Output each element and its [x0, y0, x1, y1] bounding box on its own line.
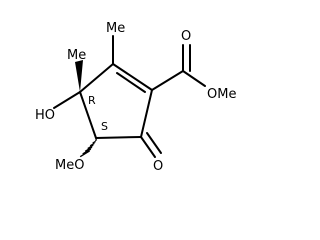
ester-o-double-label: O [181, 29, 191, 44]
methyl-left-label: Me [67, 48, 86, 63]
methyl-top-label: Me [106, 21, 125, 36]
bond-c3-ketone-inner [146, 132, 162, 154]
stereo-descriptor-r: R [88, 94, 96, 107]
ketone-o-label: O [153, 159, 163, 174]
structure-diagram: Me Me HO MeO O O OMe R S [35, 21, 236, 174]
bond-ester-single-o [182, 70, 206, 87]
bond-c2-ester-carbon [151, 70, 184, 91]
wedge-c5-methyl [75, 60, 83, 92]
stereo-descriptor-s: S [101, 120, 108, 133]
meo-label: MeO [55, 158, 84, 173]
bond-c3-c4 [95, 136, 142, 139]
bond-c1-c2-double-inner [116, 72, 146, 93]
bond-c5-c1 [79, 63, 114, 93]
ester-ome-label: OMe [207, 87, 236, 102]
molecule-canvas: Me Me HO MeO O O OMe R S [35, 21, 236, 174]
bond-c3-ketone-outer [140, 136, 156, 158]
bond-c5-ho [53, 91, 81, 109]
bond-c4-c5 [79, 91, 97, 139]
bond-c2-c3 [140, 89, 153, 138]
bond-c1-c2-double-outer [112, 63, 153, 91]
ho-label: HO [35, 108, 55, 123]
hashed-wedge-c4-methoxy [79, 138, 98, 158]
